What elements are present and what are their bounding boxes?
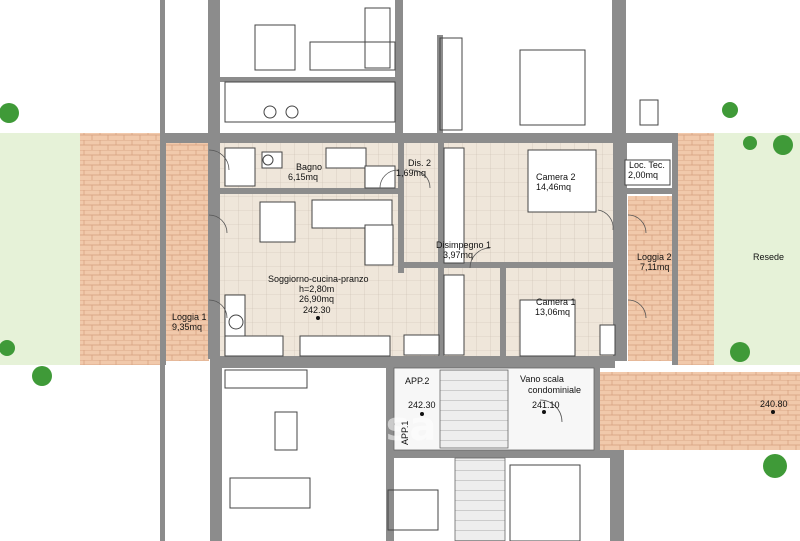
terrace-right-elevation-marker [771, 410, 775, 414]
disimpegno1-name: Disimpegno 1 [436, 240, 491, 250]
lower-furniture [224, 369, 581, 541]
plants [0, 102, 793, 478]
loggia2-area: 7,11mq [640, 262, 669, 272]
dis2-area: 1,69mq [396, 168, 426, 178]
vano-scala-line2: condominiale [528, 385, 581, 395]
camera1-name: Camera 1 [536, 297, 576, 307]
camera2-name: Camera 2 [536, 172, 576, 182]
loggia1-floor [165, 143, 209, 361]
resede-name: Resede [753, 252, 784, 262]
app2-elevation-marker [420, 412, 424, 416]
walls [160, 0, 678, 541]
vano-scala-line1: Vano scala [520, 374, 564, 384]
bagno-area: 6,15mq [288, 172, 318, 182]
furniture [224, 147, 671, 357]
soggiorno-area: 26,90mq [299, 294, 334, 304]
app2-name: APP.2 [405, 376, 429, 386]
loc-tec-name: Loc. Tec. [629, 160, 665, 170]
terrace-left [80, 133, 162, 365]
dis2-name: Dis. 2 [408, 158, 431, 168]
camera2-area: 14,46mq [536, 182, 571, 192]
doors [208, 149, 647, 423]
soggiorno-name: Soggiorno-cucina-pranzo [268, 274, 369, 284]
soggiorno-elevation: 242.30 [303, 305, 331, 315]
camera1-area: 13,06mq [535, 307, 570, 317]
vano-scala-elevation: 241.10 [532, 400, 560, 410]
bagno-name: Bagno [296, 162, 322, 172]
lawn-right [712, 133, 800, 365]
loggia2-name: Loggia 2 [637, 252, 672, 262]
app2-elevation: 242.30 [408, 400, 436, 410]
vano-scala-elevation-marker [542, 410, 546, 414]
lawn-left [0, 133, 80, 365]
soggiorno-height: h=2,80m [299, 284, 334, 294]
terrace-right-lower [594, 372, 800, 450]
loggia2-floor [628, 196, 672, 361]
upper-furniture [224, 7, 659, 131]
stair-flight-2 [454, 457, 506, 541]
loggia1-name: Loggia 1 [172, 312, 207, 322]
terrace-right-elevation: 240.80 [760, 399, 788, 409]
disimpegno1-area: 3,97mq [443, 250, 473, 260]
stair-flight [439, 369, 509, 449]
loggia1-area: 9,35mq [172, 322, 202, 332]
loc-tec-area: 2,00mq [628, 170, 658, 180]
watermark: casa [335, 404, 437, 450]
soggiorno-elevation-marker [316, 316, 320, 320]
terrace-right-upper [676, 133, 714, 365]
app1-name: APP.1 [400, 421, 410, 445]
